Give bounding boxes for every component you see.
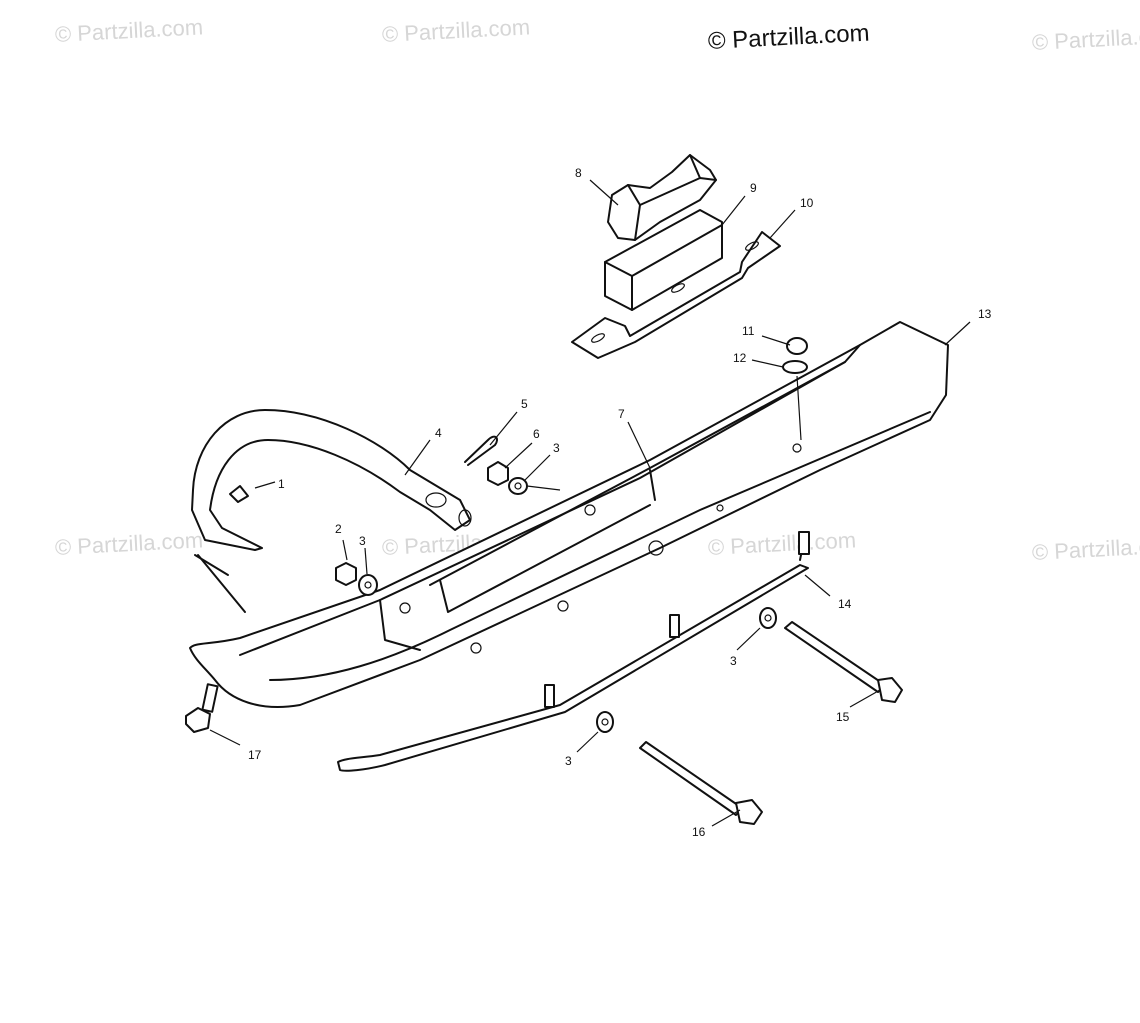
- callout-3-b: 3: [553, 441, 560, 455]
- callout-2: 2: [335, 522, 342, 536]
- callout-15: 15: [836, 710, 850, 724]
- callout-3-c: 3: [730, 654, 737, 668]
- nuts: [335, 337, 808, 586]
- part-10-plate: [571, 231, 781, 359]
- callout-5: 5: [521, 397, 528, 411]
- callout-16: 16: [692, 825, 706, 839]
- callout-11: 11: [742, 324, 755, 338]
- part-4-loop-handle: [191, 409, 472, 613]
- callout-13: 13: [978, 307, 992, 321]
- callout-4: 4: [435, 426, 442, 440]
- callout-7: 7: [618, 407, 625, 421]
- callout-10: 10: [800, 196, 814, 210]
- part-16-bolt: [639, 741, 763, 825]
- part-13-ski: [189, 321, 949, 709]
- part-14-wear-bar: [337, 531, 810, 772]
- callout-12: 12: [733, 351, 747, 365]
- part-8-pad: [607, 154, 717, 241]
- callout-6: 6: [533, 427, 540, 441]
- callout-14: 14: [838, 597, 852, 611]
- part-9-saddle: [604, 209, 723, 311]
- washers: [358, 477, 777, 733]
- leader-lines: [209, 179, 971, 827]
- part-15-bolt: [784, 621, 903, 703]
- part-5-cotter-pin: [464, 435, 498, 466]
- callout-3-d: 3: [565, 754, 572, 768]
- part-1-clip: [229, 485, 249, 503]
- callout-3-a: 3: [359, 534, 366, 548]
- callout-17: 17: [248, 748, 262, 762]
- callout-labels: 1 2 3 4 5 6 3 7 8 9 10 11 12 13 14 15 3 …: [248, 166, 992, 839]
- callout-9: 9: [750, 181, 757, 195]
- callout-1: 1: [278, 477, 285, 491]
- callout-8: 8: [575, 166, 582, 180]
- part-17-screw: [185, 683, 219, 733]
